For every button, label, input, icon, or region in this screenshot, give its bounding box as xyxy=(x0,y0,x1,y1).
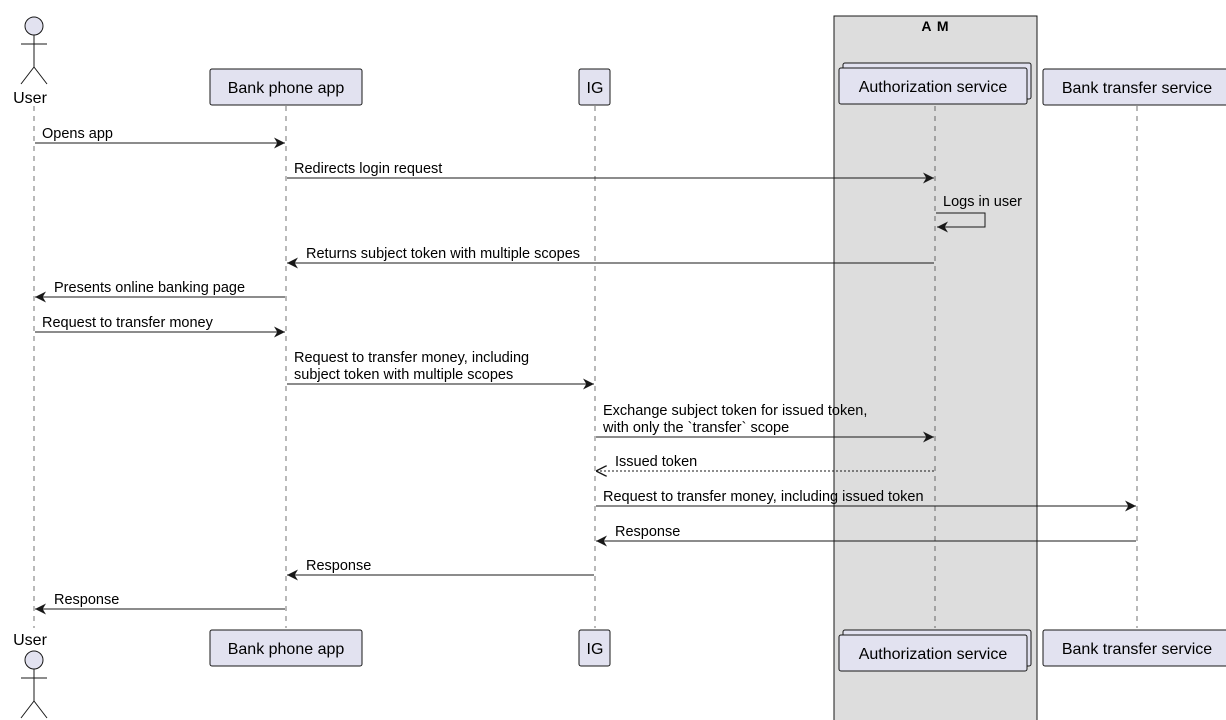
message-7: Request to transfer money, includingsubj… xyxy=(287,350,594,390)
message-arrow xyxy=(936,212,986,233)
participant-ig-top: IG xyxy=(578,68,611,106)
message-label: Request to transfer money xyxy=(42,315,214,331)
participant-user-label: User xyxy=(13,90,47,107)
message-10: Request to transfer money, including iss… xyxy=(596,489,1136,512)
actor-icon xyxy=(20,16,48,85)
participant-auth-label: Authorization service xyxy=(859,79,1008,96)
message-label: Opens app xyxy=(42,126,113,142)
group-am: A M xyxy=(833,15,1038,720)
message-5: Presents online banking page xyxy=(35,280,285,303)
message-label: with only the `transfer` scope xyxy=(602,420,789,436)
participant-bank-app-top: Bank phone app xyxy=(209,68,363,106)
participant-ig-label: IG xyxy=(587,80,604,97)
actor-icon xyxy=(20,650,48,719)
participant-transfer-top: Bank transfer service xyxy=(1042,68,1226,106)
message-label: Response xyxy=(54,592,119,608)
message-label: Request to transfer money, including xyxy=(294,350,529,366)
participant-user-label-bottom: User xyxy=(13,632,47,649)
message-label: Exchange subject token for issued token, xyxy=(603,403,867,419)
participants-top: User Bank phone app IG Authorization ser… xyxy=(13,16,1226,107)
group-am-box xyxy=(833,15,1038,720)
message-label: Request to transfer money, including iss… xyxy=(603,489,924,505)
message-8: Exchange subject token for issued token,… xyxy=(596,403,934,443)
participant-transfer-label-bottom: Bank transfer service xyxy=(1062,641,1212,658)
participant-auth-label-bottom: Authorization service xyxy=(859,646,1008,663)
message-label: Redirects login request xyxy=(294,161,442,177)
group-am-label: A M xyxy=(921,18,949,34)
message-11: Response xyxy=(596,524,1136,547)
participant-auth-top: Authorization service xyxy=(838,62,1032,105)
message-label: Response xyxy=(615,524,680,540)
message-13: Response xyxy=(35,592,285,615)
participant-bank-app-label: Bank phone app xyxy=(228,80,345,97)
participant-ig-bottom: IG xyxy=(578,629,611,667)
participant-auth-bottom: Authorization service xyxy=(838,629,1032,672)
message-label: subject token with multiple scopes xyxy=(294,367,513,383)
message-2: Redirects login request xyxy=(287,161,934,184)
message-9: Issued token xyxy=(596,454,934,471)
user-actor-top: User xyxy=(13,16,48,107)
participant-transfer-bottom: Bank transfer service xyxy=(1042,629,1226,667)
participant-bank-app-label-bottom: Bank phone app xyxy=(228,641,345,658)
message-4: Returns subject token with multiple scop… xyxy=(287,246,934,269)
message-label: Response xyxy=(306,558,371,574)
message-label: Issued token xyxy=(615,454,697,470)
message-label: Logs in user xyxy=(943,194,1022,210)
participants-bottom: User Bank phone app IG Authorization ser… xyxy=(13,629,1226,719)
message-12: Response xyxy=(287,558,594,581)
message-label: Presents online banking page xyxy=(54,280,245,296)
user-actor-bottom: User xyxy=(13,632,48,719)
message-3: Logs in user xyxy=(936,194,1022,233)
participant-bank-app-bottom: Bank phone app xyxy=(209,629,363,667)
message-1: Opens app xyxy=(35,126,285,149)
participant-ig-label-bottom: IG xyxy=(587,641,604,658)
participant-transfer-label: Bank transfer service xyxy=(1062,80,1212,97)
message-label: Returns subject token with multiple scop… xyxy=(306,246,580,262)
message-6: Request to transfer money xyxy=(35,315,285,338)
